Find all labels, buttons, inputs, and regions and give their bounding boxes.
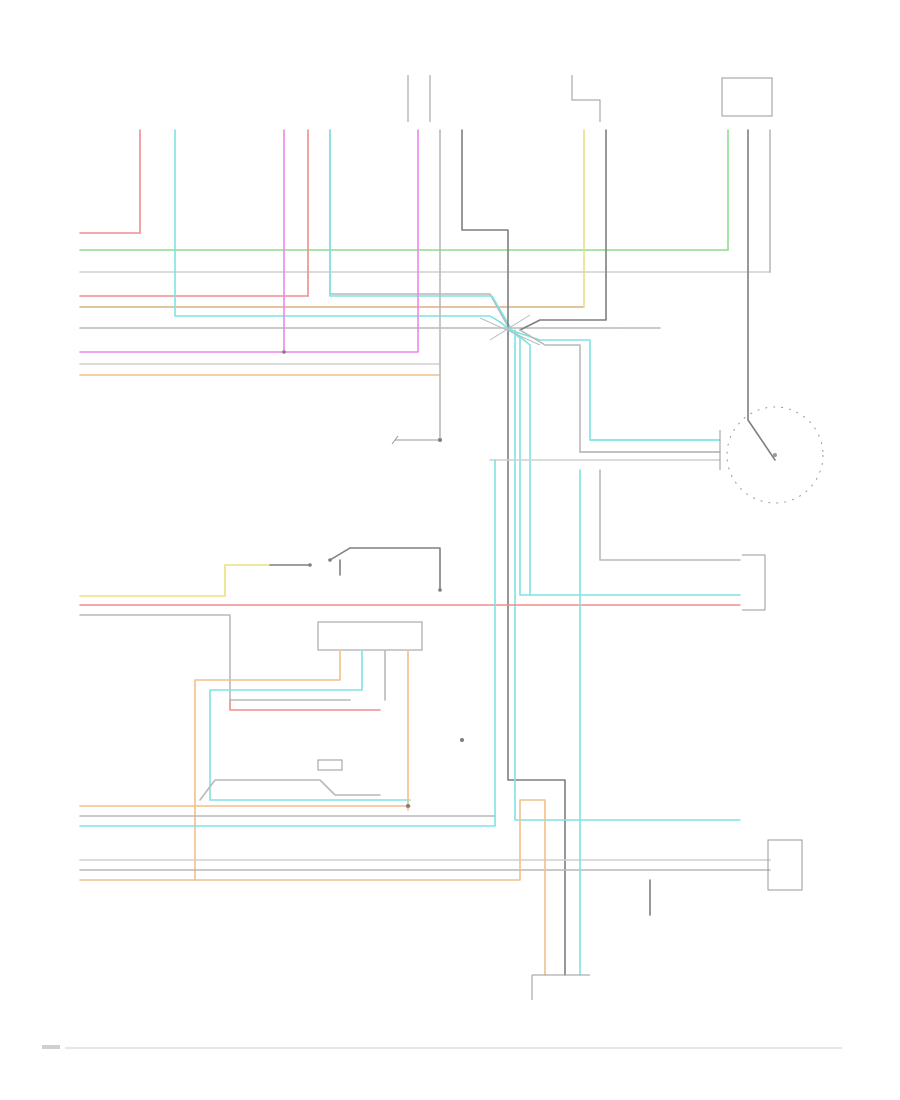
mid-line-gray bbox=[79, 614, 351, 701]
top-vertical-wires bbox=[139, 129, 776, 461]
top-bus-lines bbox=[79, 232, 771, 376]
splice-out-5 bbox=[507, 333, 566, 976]
grounds bbox=[282, 350, 464, 808]
right-connectors bbox=[407, 75, 803, 1000]
distributor-icon bbox=[719, 406, 824, 504]
bot-line-3 bbox=[79, 459, 496, 827]
splice-out-3 bbox=[509, 329, 721, 441]
switch-contact-icon bbox=[328, 558, 332, 562]
splice-out-1 bbox=[499, 321, 741, 596]
clutch-connector bbox=[194, 621, 423, 881]
connector-icon-speed bbox=[531, 974, 590, 1000]
splice-region bbox=[479, 314, 741, 976]
switch-icon bbox=[308, 563, 312, 567]
connector-icon-throttle bbox=[742, 554, 766, 611]
ground-icon bbox=[391, 435, 440, 445]
middle-bus-lines bbox=[79, 564, 741, 711]
brake-switch bbox=[269, 547, 441, 591]
wire-black-dist bbox=[747, 129, 776, 461]
bot-line-6 bbox=[79, 799, 546, 976]
distributor-wires bbox=[489, 439, 741, 561]
connector-icon-top-3 bbox=[721, 77, 773, 117]
splice-out-6 bbox=[514, 329, 741, 821]
wire-cyan-left bbox=[174, 129, 501, 323]
switch-icon-park bbox=[317, 759, 343, 771]
wire-cyan-mid bbox=[329, 129, 513, 331]
connector-icon-top-2 bbox=[571, 75, 601, 122]
wire-black-top bbox=[519, 129, 607, 331]
brake-switch-wire bbox=[269, 547, 441, 591]
connector-icon bbox=[317, 621, 423, 651]
bottom-bus-lines bbox=[79, 459, 771, 976]
junction-dot-3 bbox=[438, 588, 442, 592]
splice-out-4 bbox=[519, 329, 721, 453]
splice-diag-1 bbox=[479, 317, 541, 346]
clutch-wire-1 bbox=[194, 649, 341, 881]
ground-dot-1 bbox=[438, 438, 442, 442]
junction-dot-2 bbox=[282, 350, 286, 354]
park-switch bbox=[199, 759, 381, 801]
junction-dot-1 bbox=[406, 804, 410, 808]
distributor-center bbox=[773, 453, 777, 457]
wire-pink-2 bbox=[283, 129, 419, 353]
mid-line-red-2 bbox=[229, 699, 381, 711]
mid-line-yellow bbox=[79, 564, 271, 597]
ground-dot-2 bbox=[460, 738, 464, 742]
dist-wire-4 bbox=[599, 469, 741, 561]
wire-black-sensor bbox=[461, 129, 509, 335]
connector-icon-top-1 bbox=[407, 75, 431, 122]
clutch-wire-2 bbox=[209, 649, 411, 801]
connector-icon-module bbox=[767, 839, 803, 891]
park-switch-wire bbox=[199, 779, 381, 801]
splice-diag-2 bbox=[489, 314, 531, 341]
bottom-marker bbox=[42, 1045, 60, 1049]
distributor-cap bbox=[726, 406, 824, 504]
